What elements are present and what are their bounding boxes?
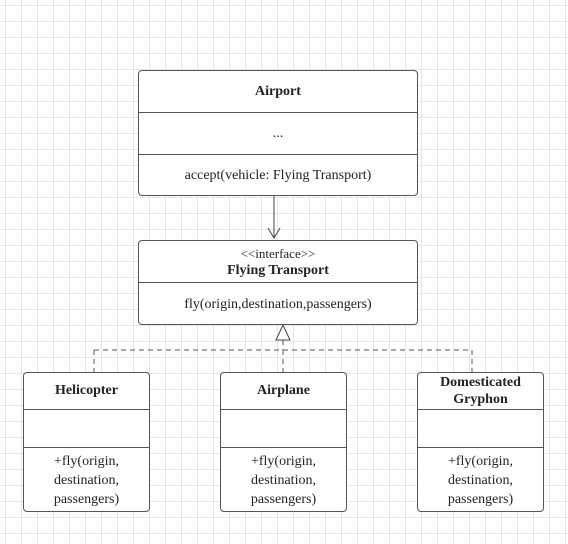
method-line: destination, [251,473,316,488]
helicopter-class[interactable]: Helicopter +fly(origin, destination, pas… [23,372,150,512]
gryphon-attributes [418,410,543,448]
interface-name: Flying Transport [227,262,329,278]
airplane-class-name: Airplane [221,373,346,410]
interface-header: <<interface>> Flying Transport [139,241,417,283]
airplane-class[interactable]: Airplane +fly(origin, destination, passe… [220,372,347,512]
method-line: +fly(origin, [53,454,120,469]
helicopter-methods: +fly(origin, destination, passengers) [24,448,149,511]
method-line: +fly(origin, [447,454,514,469]
realization-triangle [275,323,291,341]
method-line: passengers) [250,492,317,507]
airport-attributes: ... [139,113,417,155]
airplane-attributes [221,410,346,448]
method-line: +fly(origin, [250,454,317,469]
gryphon-methods: +fly(origin, destination, passengers) [418,448,543,511]
gryphon-class[interactable]: Domesticated Gryphon +fly(origin, destin… [417,372,544,512]
interface-stereotype: <<interface>> [240,245,316,261]
flying-transport-interface[interactable]: <<interface>> Flying Transport fly(origi… [138,240,418,325]
class-name-line: Gryphon [453,392,508,407]
gryphon-class-name: Domesticated Gryphon [418,373,543,410]
class-name-line: Domesticated [440,375,521,390]
helicopter-attributes [24,410,149,448]
airport-class[interactable]: Airport ... accept(vehicle: Flying Trans… [138,70,418,196]
method-line: passengers) [53,492,120,507]
airport-class-name: Airport [139,71,417,113]
method-line: destination, [54,473,119,488]
airport-method: accept(vehicle: Flying Transport) [184,168,372,183]
method-line: passengers) [447,492,514,507]
helicopter-class-name: Helicopter [24,373,149,410]
interface-method: fly(origin,destination,passengers) [184,296,372,312]
association-arrowhead [267,227,281,239]
airplane-methods: +fly(origin, destination, passengers) [221,448,346,511]
method-line: destination, [448,473,513,488]
